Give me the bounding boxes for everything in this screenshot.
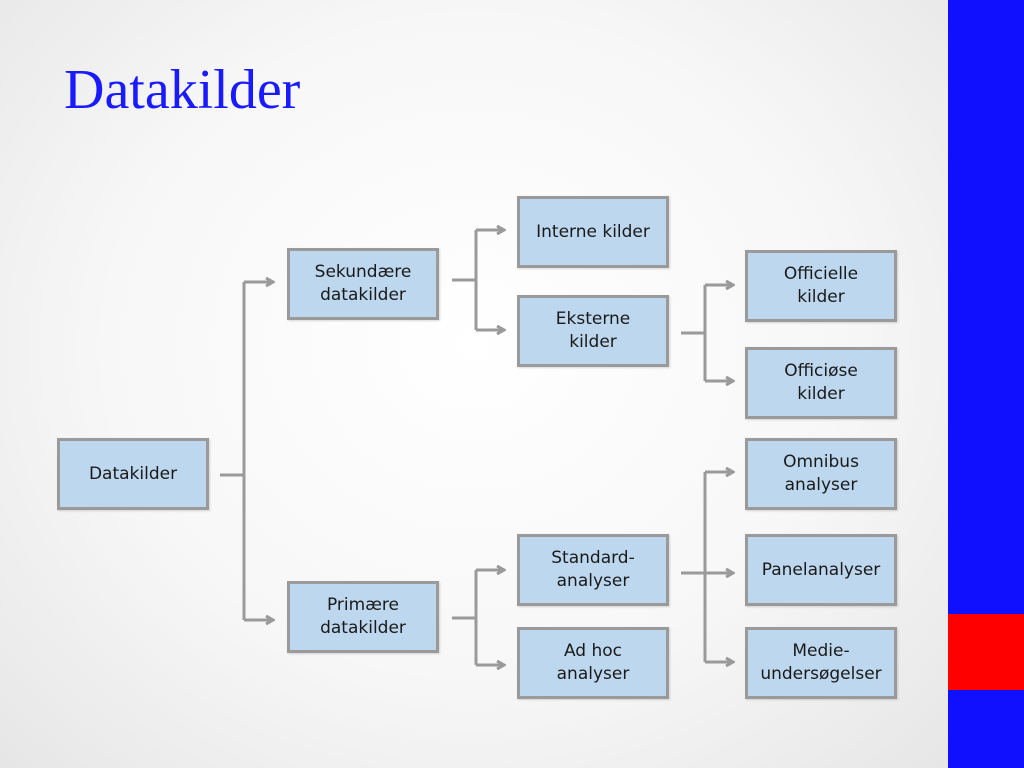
side-bar-red-accent	[948, 614, 1024, 690]
node-sekundaere-datakilder: Sekundære datakilder	[287, 248, 439, 320]
node-standard-analyser: Standard- analyser	[517, 534, 669, 606]
node-primaere-datakilder: Primære datakilder	[287, 581, 439, 653]
node-ad-hoc-analyser: Ad hoc analyser	[517, 627, 669, 699]
node-datakilder: Datakilder	[57, 438, 209, 510]
slide-title: Datakilder	[64, 59, 301, 121]
node-omnibus-analyser: Omnibus analyser	[745, 438, 897, 510]
node-panelanalyser: Panelanalyser	[745, 534, 897, 606]
node-medie-undersogelser: Medie- undersøgelser	[745, 627, 897, 699]
node-eksterne-kilder: Eksterne kilder	[517, 295, 669, 367]
diagram-connectors	[220, 0, 948, 768]
node-officielle-kilder: Officielle kilder	[745, 250, 897, 322]
node-interne-kilder: Interne kilder	[517, 196, 669, 268]
node-officiose-kilder: Officiøse kilder	[745, 347, 897, 419]
connector-group	[220, 230, 733, 665]
